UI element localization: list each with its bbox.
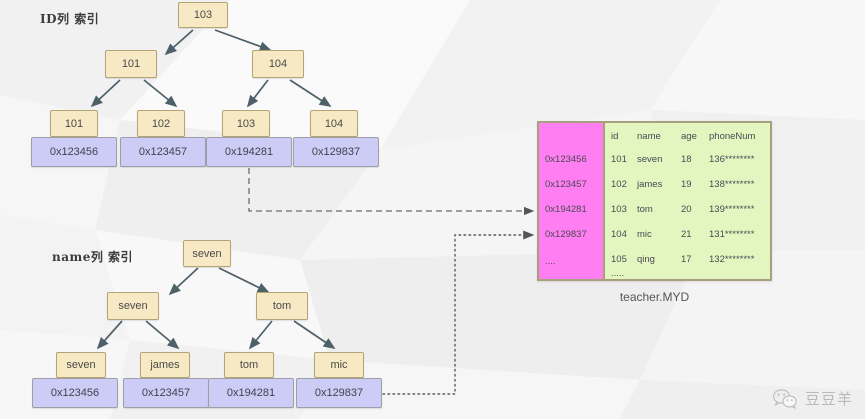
name-tree-leaf-pointer: 0x129837: [296, 378, 382, 408]
cell-name: james: [637, 179, 663, 190]
cell-age: 21: [681, 229, 692, 240]
name-tree-root: seven: [183, 240, 231, 267]
id-tree-leaf-pointer: 0x194281: [206, 137, 292, 167]
cell-phone: 139********: [709, 204, 755, 215]
name-tree-leaf-key: tom: [224, 352, 274, 378]
watermark: 豆豆羊: [772, 388, 853, 409]
cell-phone: 132********: [709, 254, 755, 265]
pointer-cell: 0x123456: [545, 154, 587, 165]
col-header-phone: phoneNum: [709, 131, 756, 142]
name-index-label: name列 索引: [52, 250, 134, 264]
id-tree-internal-104: 104: [252, 50, 304, 78]
name-tree-leaf-pointer: 0x194281: [208, 378, 294, 408]
cell-phone: 136********: [709, 154, 755, 165]
pointer-cell: 0x194281: [545, 204, 587, 215]
table-continuation: .....: [611, 268, 625, 279]
watermark-text: 豆豆羊: [804, 390, 853, 408]
cell-age: 20: [681, 204, 692, 215]
data-file-table: 0x123456 0x123457 0x194281 0x129837 ....…: [537, 121, 772, 281]
cell-id: 101: [611, 154, 627, 165]
name-tree-internal-seven: seven: [107, 292, 159, 320]
name-tree-leaf-pointer: 0x123456: [32, 378, 118, 408]
name-tree-leaf-pointer: 0x123457: [123, 378, 209, 408]
data-file-pointer-column: 0x123456 0x123457 0x194281 0x129837 ....: [539, 123, 605, 279]
cell-id: 102: [611, 179, 627, 190]
id-tree-leaf-key: 101: [50, 110, 98, 137]
id-tree-leaf-key: 104: [310, 110, 358, 137]
id-index-label: ID列 索引: [40, 12, 100, 26]
id-tree-leaf-pointer: 0x123456: [31, 137, 117, 167]
cell-phone: 131********: [709, 229, 755, 240]
id-tree-leaf-pointer: 0x129837: [293, 137, 379, 167]
name-tree-leaf-key: seven: [56, 352, 106, 378]
col-header-id: id: [611, 131, 619, 142]
name-tree-leaf-key: james: [140, 352, 190, 378]
id-tree-root: 103: [178, 2, 228, 28]
col-header-name: name: [637, 131, 661, 142]
cell-id: 105: [611, 254, 627, 265]
cell-id: 104: [611, 229, 627, 240]
cell-name: qing: [637, 254, 655, 265]
cell-age: 19: [681, 179, 692, 190]
cell-age: 17: [681, 254, 692, 265]
pointer-cell: 0x123457: [545, 179, 587, 190]
pointer-cell: 0x129837: [545, 229, 587, 240]
cell-id: 103: [611, 204, 627, 215]
data-file-rows: id name age phoneNum 101 seven 18 136***…: [605, 123, 770, 279]
cell-name: tom: [637, 204, 653, 215]
id-tree-leaf-pointer: 0x123457: [120, 137, 206, 167]
pointer-cell: ....: [545, 256, 556, 267]
id-tree-leaf-key: 103: [222, 110, 270, 137]
id-tree-leaf-key: 102: [137, 110, 185, 137]
name-tree-leaf-key: mic: [314, 352, 364, 378]
cell-phone: 138********: [709, 179, 755, 190]
name-tree-internal-tom: tom: [256, 292, 308, 320]
col-header-age: age: [681, 131, 697, 142]
data-file-caption: teacher.MYD: [619, 290, 690, 304]
cell-name: seven: [637, 154, 663, 165]
cell-age: 18: [681, 154, 692, 165]
id-tree-internal-101: 101: [105, 50, 157, 78]
cell-name: mic: [637, 229, 652, 240]
wechat-icon: [772, 388, 797, 409]
